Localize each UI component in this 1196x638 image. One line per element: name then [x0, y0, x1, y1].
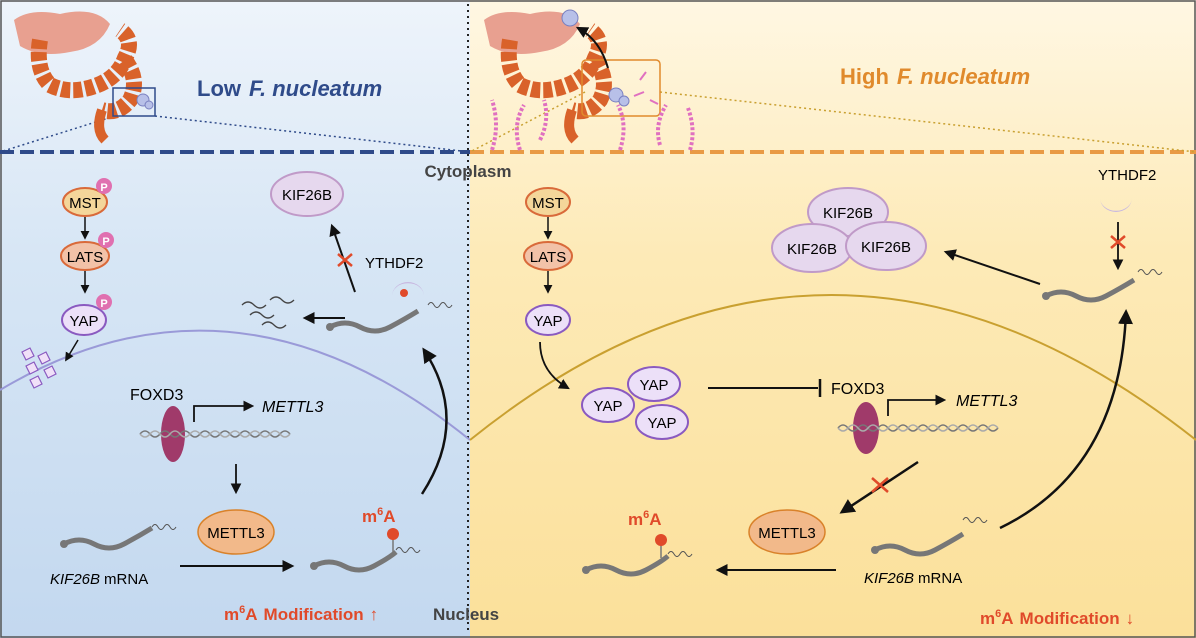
left-m6a-label: m6A [362, 506, 396, 526]
right-yap-cluster-2 [581, 387, 635, 423]
right-translation-arrow [943, 249, 1041, 285]
left-lats-label: LATS [67, 249, 103, 266]
left-yap-label: YAP [70, 313, 99, 330]
cytoplasm-label: Cytoplasm [425, 162, 512, 181]
right-kif26b-2-label: KIF26B [787, 241, 837, 258]
left-foxd3-protein [161, 406, 185, 462]
left-m6a-site-cyto [400, 289, 408, 297]
right-blocked-mettl3-icon [871, 477, 889, 493]
left-methylated-mrna-cap [310, 562, 318, 570]
right-yap-cluster-3 [635, 404, 689, 440]
left-yap-node [61, 304, 107, 336]
right-methylated-mrna [584, 554, 670, 577]
right-yap-label: YAP [534, 313, 563, 330]
right-cyto-mrna [1044, 277, 1136, 303]
left-mst-label: MST [69, 195, 101, 212]
left-mst-phospho [96, 178, 112, 194]
right-nucleus-membrane [469, 294, 1196, 441]
right-yap-cluster-1-label: YAP [640, 377, 669, 394]
right-yap-node [525, 304, 571, 336]
left-mst-node [62, 187, 108, 217]
left-ythdf2-label: YTHDF2 [365, 255, 423, 272]
left-dna-strand-2 [139, 430, 291, 438]
right-export-arrow [999, 309, 1134, 530]
left-methylated-mrna [312, 550, 398, 573]
right-mst-label: MST [532, 195, 564, 212]
left-nuc-mrna [62, 525, 154, 551]
left-yap-phospho [96, 294, 112, 310]
right-cyto-mrna-cap [1042, 292, 1050, 300]
left-cyto-mrna [328, 308, 420, 334]
right-mst-node [525, 187, 571, 217]
left-dna-strand [139, 430, 291, 438]
right-blocked-mettl3-arrow [839, 460, 919, 514]
right-panel-background [470, 0, 1196, 638]
right-m6a-dot [655, 534, 667, 546]
left-lats-phospho [98, 232, 114, 248]
right-dna-strand-2 [837, 424, 999, 432]
right-lats-node [523, 241, 573, 271]
left-colon-illustration [14, 11, 156, 144]
degraded-yap-fragments [21, 347, 57, 389]
left-yap-phospho-label: P [100, 298, 107, 310]
right-yap-cluster-3-label: YAP [648, 415, 677, 432]
right-zoom-lines [469, 91, 1196, 153]
left-cyto-mrna-cap [326, 323, 334, 331]
left-export-arrow [420, 347, 448, 495]
left-nuc-mrna-cap [60, 540, 68, 548]
right-mettl3-gene-label: METTL3 [956, 393, 1017, 410]
right-methylated-mrna-cap [582, 566, 590, 574]
right-mettl3-protein [748, 509, 826, 555]
right-nuc-mrna [873, 531, 965, 557]
right-promoter-arrow [887, 394, 947, 416]
right-kif26b-3-label: KIF26B [861, 239, 911, 256]
left-translation-block-icon [337, 253, 353, 267]
left-m6a-dot [387, 528, 399, 540]
left-promoter-arrow [193, 400, 255, 422]
nucleus-label: Nucleus [433, 605, 499, 624]
right-ythdf2-label: YTHDF2 [1098, 167, 1156, 184]
right-nuc-mrna-cap [871, 546, 879, 554]
right-kif26b-1-label: KIF26B [823, 205, 873, 222]
left-lats-node [60, 241, 110, 271]
left-kif26b-label: KIF26B [282, 187, 332, 204]
left-mettl3-protein-label: METTL3 [207, 525, 265, 542]
right-kif26b-3 [845, 221, 927, 271]
right-colon-illustration [484, 9, 695, 151]
left-foxd3-label: FOXD3 [130, 387, 183, 404]
right-yap-translocation-arrow [539, 341, 570, 390]
right-m6a-label: m6A [628, 509, 662, 529]
right-foxd3-protein [853, 402, 879, 454]
left-mettl3-protein [197, 509, 275, 555]
left-lats-phospho-label: P [102, 236, 109, 248]
right-yap-cluster-1 [627, 366, 681, 402]
right-yap-cluster-2-label: YAP [594, 398, 623, 415]
left-yap-degrade-arrow [65, 339, 79, 362]
left-kif26b-node [270, 171, 344, 217]
right-lats-label: LATS [530, 249, 566, 266]
right-mettl3-protein-label: METTL3 [758, 525, 816, 542]
right-foxd3-label: FOXD3 [831, 381, 884, 398]
left-mst-phospho-label: P [100, 182, 107, 194]
right-ythdf2-block-icon [1110, 235, 1126, 249]
left-mettl3-gene-label: METTL3 [262, 399, 323, 416]
degraded-mrna-fragments [241, 296, 295, 329]
